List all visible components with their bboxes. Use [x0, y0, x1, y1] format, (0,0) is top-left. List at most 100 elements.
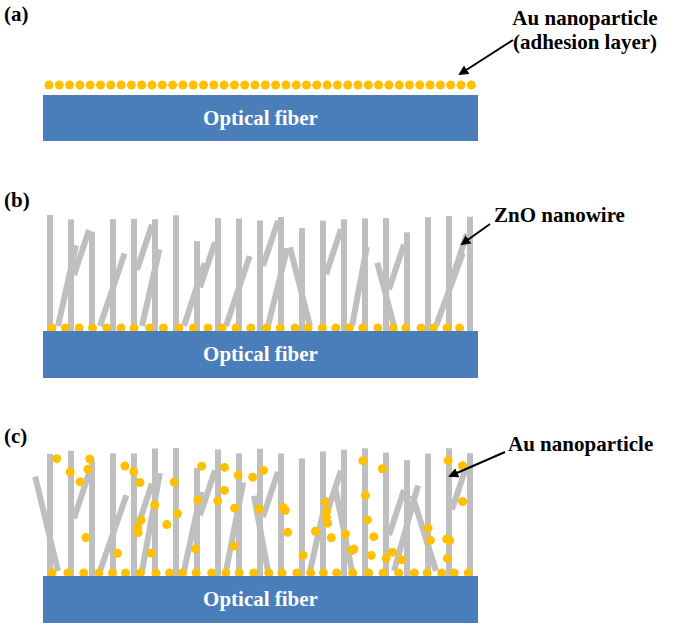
au-nanoparticle — [343, 81, 352, 90]
au-nanoparticle — [364, 81, 373, 90]
au-nanoparticle — [458, 497, 467, 506]
au-nanoparticle — [374, 81, 383, 90]
nanowire — [412, 495, 436, 571]
au-nanoparticle — [234, 471, 243, 480]
au-nanoparticle — [251, 81, 260, 90]
au-nanoparticle — [271, 81, 280, 90]
nanowire — [173, 215, 179, 331]
au-nanoparticle — [384, 81, 393, 90]
nanowire — [215, 218, 221, 331]
au-nanoparticle — [321, 498, 330, 507]
au-nanoparticle — [158, 81, 167, 90]
au-nanoparticle — [96, 81, 105, 90]
nanowire — [110, 453, 116, 576]
au-nanoparticle — [220, 463, 229, 472]
au-nanoparticle — [137, 81, 146, 90]
au-nanoparticle — [311, 527, 320, 536]
au-nanoparticle — [162, 520, 171, 529]
au-nanoparticle — [150, 501, 159, 510]
nanowire — [377, 263, 394, 326]
au-nanoparticle — [86, 81, 95, 90]
au-nanoparticle — [292, 81, 301, 90]
au-nanoparticle — [349, 545, 358, 554]
au-nanoparticle — [261, 81, 270, 90]
nanowire — [326, 229, 341, 274]
nanowire — [89, 232, 95, 331]
au-nanoparticle — [323, 81, 332, 90]
callout-label: ZnO nanowire — [494, 203, 625, 228]
leader-arrow — [462, 224, 490, 244]
fiber-label: Optical fiber — [203, 587, 318, 612]
nanowire — [194, 468, 200, 576]
nanowire — [278, 454, 284, 576]
au-nanoparticle — [65, 81, 74, 90]
au-nanoparticle — [127, 81, 136, 90]
au-nanoparticle — [426, 81, 435, 90]
au-nanoparticle — [66, 468, 75, 477]
panel-label: (c) — [4, 424, 27, 449]
au-nanoparticle — [354, 81, 363, 90]
nanowire — [335, 487, 352, 571]
au-nanoparticle — [209, 81, 218, 90]
nanowire — [257, 220, 263, 331]
au-nanoparticle — [193, 495, 202, 504]
au-nanoparticle — [415, 81, 424, 90]
nanowire — [278, 217, 284, 331]
au-nanoparticle — [254, 504, 263, 513]
au-nanoparticle — [361, 491, 370, 500]
nanowire — [215, 449, 221, 576]
au-nanoparticle — [281, 81, 290, 90]
au-nanoparticle — [178, 81, 187, 90]
nanowire — [362, 218, 368, 331]
au-nanoparticle — [230, 81, 239, 90]
au-nanoparticle — [220, 81, 229, 90]
au-nanoparticle — [120, 462, 129, 471]
au-nanoparticle — [240, 81, 249, 90]
nanowire — [89, 461, 95, 576]
au-nanoparticle — [443, 554, 452, 563]
nanowire — [452, 234, 467, 279]
au-nanoparticle — [75, 81, 84, 90]
au-nanoparticle — [220, 486, 229, 495]
au-nanoparticle — [426, 536, 435, 545]
au-nanoparticle — [199, 81, 208, 90]
au-nanoparticle — [442, 535, 451, 544]
nanowire — [131, 219, 137, 331]
au-nanoparticle — [444, 456, 453, 465]
au-nanoparticle — [248, 473, 257, 482]
leader-arrow — [450, 452, 505, 476]
nanoparticle-group — [45, 81, 476, 578]
au-nanoparticle — [259, 466, 268, 475]
nanowire — [290, 247, 310, 326]
au-nanoparticle — [382, 554, 391, 563]
leader-arrow — [460, 40, 513, 74]
nanowire — [263, 472, 278, 517]
nanowire-group — [35, 215, 470, 576]
au-nanoparticle — [363, 515, 372, 524]
nanowire — [467, 217, 473, 331]
nanowire — [425, 217, 431, 331]
nanowire — [341, 219, 347, 331]
au-nanoparticle — [197, 462, 206, 471]
fiber-label: Optical fiber — [203, 342, 318, 367]
au-nanoparticle — [189, 81, 198, 90]
au-nanoparticle — [395, 81, 404, 90]
au-nanoparticle — [446, 81, 455, 90]
optical-fiber: Optical fiber — [43, 95, 478, 141]
au-nanoparticle — [230, 542, 239, 551]
fiber-label: Optical fiber — [203, 106, 318, 131]
au-nanoparticle — [191, 544, 200, 553]
au-nanoparticle — [323, 519, 332, 528]
nanowire — [137, 225, 152, 270]
optical-fiber: Optical fiber — [43, 331, 478, 378]
au-nanoparticle — [55, 81, 64, 90]
optical-fiber: Optical fiber — [43, 576, 478, 623]
au-nanoparticle — [129, 467, 138, 476]
nanowire — [404, 232, 410, 331]
au-nanoparticle — [397, 555, 406, 564]
au-nanoparticle — [173, 509, 182, 518]
au-nanoparticle — [76, 477, 85, 486]
panel-label: (a) — [4, 2, 29, 27]
nanowire — [263, 221, 278, 266]
